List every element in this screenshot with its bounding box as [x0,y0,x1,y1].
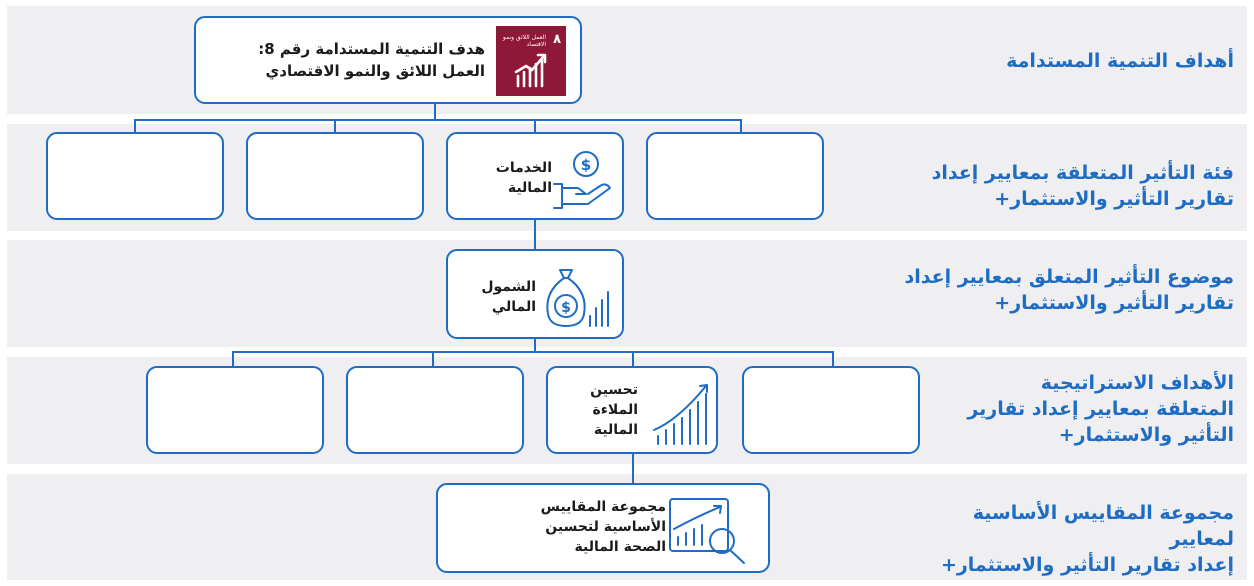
connector-row4-drop-3 [632,351,634,367]
category-empty-box-3 [646,132,824,220]
goal-empty-box-1 [146,366,324,454]
row-label-strategic-goals: الأهداف الاستراتيجية المتعلقة بمعايير إع… [967,372,1234,446]
category-empty-box-1 [46,132,224,220]
row-label-sdg: أهداف التنمية المستدامة [1006,50,1234,72]
sdg-tile-number: ٨ [553,32,561,47]
sdg-tile-title: العمل اللائق ونمو الاقتصاد [502,34,546,48]
goal-box-text: تحسين الملاءة المالية [590,382,638,438]
growth-chart-icon [514,53,547,88]
connector-row2-drop-1 [134,119,136,133]
category-empty-box-2 [246,132,424,220]
category-financial-services-box: الخدمات المالية $ [446,132,624,220]
goal-empty-box-2 [346,366,524,454]
goal-improve-solvency-box: تحسين الملاءة المالية [546,366,718,454]
sdg-8-tile: ٨ العمل اللائق ونمو الاقتصاد [496,26,566,96]
connector-row2-drop-4 [740,119,742,133]
rising-bars-icon [653,384,708,445]
band-impact-theme [7,240,1247,347]
connector-goal-metrics [632,453,634,484]
svg-text:$: $ [581,156,591,174]
hand-dollar-icon: $ [553,151,611,209]
connector-row4-drop-2 [432,351,434,367]
goal-empty-box-3 [742,366,920,454]
category-box-text: الخدمات المالية [495,160,552,196]
row-label-impact-category: فئة التأثير المتعلقة بمعايير إعداد تقاري… [931,162,1234,210]
connector-row2-drop-3 [534,119,536,133]
row-label-impact-theme: موضوع التأثير المتعلق بمعايير إعداد تقار… [904,266,1234,314]
connector-category-theme [534,219,536,250]
chart-magnifier-icon [669,498,745,564]
sdg-box: ٨ العمل اللائق ونمو الاقتصاد هدف التنمية… [194,16,582,104]
connector-row2-drop-2 [334,119,336,133]
connector-row4-drop-4 [832,351,834,367]
svg-text:$: $ [561,300,571,316]
metrics-box: مجموعة المقاييس الأساسية لتحسين الصحة ال… [436,483,770,573]
connector-theme-down [534,338,536,352]
connector-row4-drop-1 [232,351,234,367]
theme-financial-inclusion-box: الشمول المالي $ [446,249,624,339]
connector-row4-horizontal [232,351,834,353]
row-label-core-metrics: مجموعة المقاييس الأساسية لمعايير إعداد ت… [940,502,1234,576]
sdg-box-text: هدف التنمية المستدامة رقم 8: العمل اللائ… [258,40,485,80]
metrics-box-text: مجموعة المقاييس الأساسية لتحسين الصحة ال… [540,499,666,555]
connector-row2-horizontal [134,119,742,121]
money-bag-icon: $ [546,269,609,327]
connector-sdg-down [434,103,436,120]
theme-box-text: الشمول المالي [481,279,536,315]
